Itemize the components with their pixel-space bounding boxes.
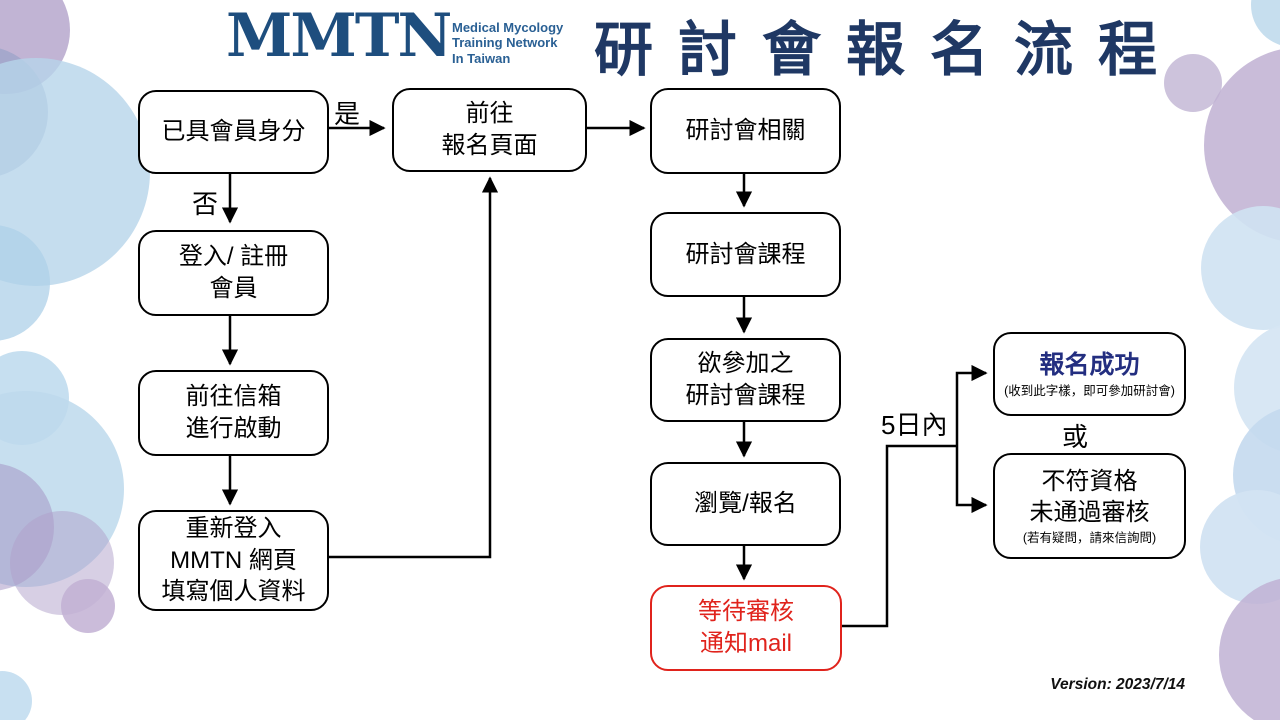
node-text: 前往	[465, 100, 514, 128]
node-text: 研討會課程	[685, 382, 806, 409]
node-text: 報名頁面	[441, 132, 538, 159]
node-text: 不符資格	[1041, 467, 1138, 495]
node-text: 前往信箱	[185, 383, 282, 411]
node-seminar-courses: 研討會課程	[650, 212, 841, 297]
node-text: 已具會員身分	[161, 118, 306, 146]
node-relogin-fill-profile: 重新登入 MMTN 網頁 填寫個人資料	[138, 510, 329, 611]
label-no: 否	[192, 189, 219, 219]
version-text: Version: 2023/7/14	[1050, 676, 1185, 693]
node-text: 欲參加之	[697, 350, 794, 378]
node-note: (收到此字樣，即可參加研討會)	[1004, 383, 1175, 398]
node-registration-success: 報名成功 (收到此字樣，即可參加研討會)	[993, 332, 1186, 416]
node-text: 重新登入	[185, 514, 282, 542]
node-note: (若有疑問，請來信詢問)	[1022, 530, 1157, 545]
node-member-check: 已具會員身分	[138, 90, 329, 174]
node-text: 研討會相關	[685, 117, 806, 145]
logo-subtitle-line: In Taiwan	[452, 50, 511, 66]
label-or: 或	[1062, 422, 1089, 452]
label-yes: 是	[334, 99, 361, 129]
node-text: 進行啟動	[185, 415, 282, 442]
node-not-qualified: 不符資格 未通過審核 (若有疑問，請來信詢問)	[993, 453, 1186, 559]
decor-circle	[61, 579, 115, 633]
node-login-register: 登入/ 註冊 會員	[138, 230, 329, 316]
node-activate-mailbox: 前往信箱 進行啟動	[138, 370, 329, 456]
node-browse-register: 瀏覽/報名	[650, 462, 841, 546]
node-text: 登入/ 註冊	[178, 243, 289, 271]
node-text: 未通過審核	[1029, 499, 1150, 527]
node-text: 會員	[209, 275, 258, 302]
logo-subtitle-line: Medical Mycology	[452, 20, 564, 35]
mmtn-logo: MMTN	[226, 1, 452, 71]
node-text: MMTN 網頁	[170, 546, 297, 574]
label-within-5-days: 5日內	[881, 410, 948, 440]
node-text: 報名成功	[1039, 350, 1140, 379]
node-text: 等待審核	[698, 598, 794, 626]
node-wait-review-mail: 等待審核 通知mail	[650, 585, 842, 671]
node-goto-registration-page: 前往 報名頁面	[392, 88, 587, 172]
node-desired-seminar-courses: 欲參加之 研討會課程	[650, 338, 841, 422]
mmtn-logo-subtitle: Medical Mycology Training Network In Tai…	[452, 20, 563, 66]
node-text: 填寫個人資料	[161, 578, 306, 606]
node-text: 通知mail	[699, 630, 792, 657]
logo-subtitle-line: Training Network	[452, 35, 558, 51]
node-text: 研討會課程	[685, 240, 806, 268]
page-title: 研討會報名流程	[594, 17, 1183, 83]
node-seminar-related: 研討會相關	[650, 88, 841, 174]
node-text: 瀏覽/報名	[694, 490, 797, 518]
